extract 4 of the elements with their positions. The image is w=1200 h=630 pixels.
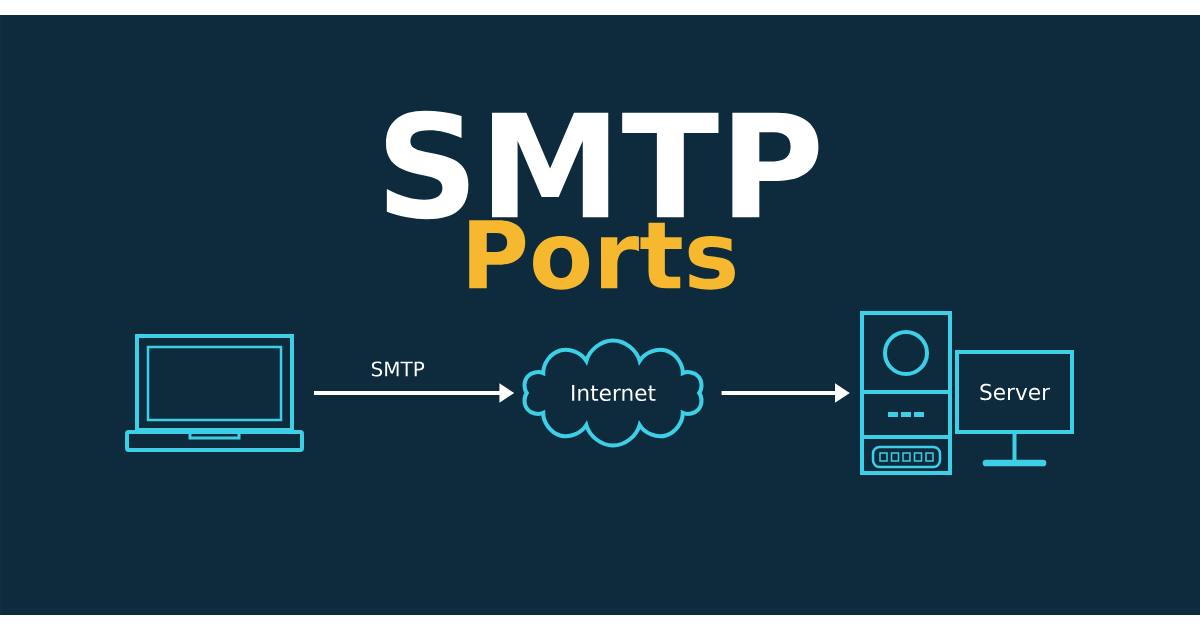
laptop-icon	[125, 334, 304, 452]
title: SMTP	[385, 110, 819, 220]
subtitle: Ports	[469, 220, 735, 290]
server-tower-icon	[860, 311, 952, 475]
